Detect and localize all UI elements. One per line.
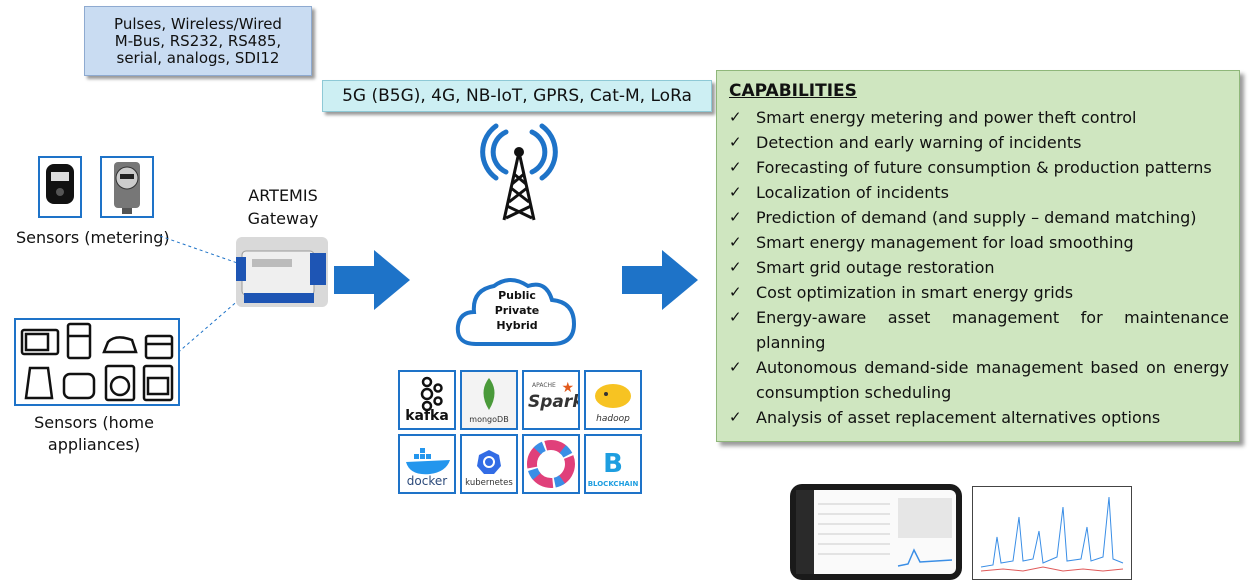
capability-text: Prediction of demand (and supply – deman… — [756, 208, 1197, 227]
protocols-line-1: Pulses, Wireless/Wired — [114, 14, 282, 33]
capability-text: Energy-aware asset management for mainte… — [756, 308, 1229, 352]
capability-item: ✓ Smart energy metering and power theft c… — [729, 105, 1229, 130]
capabilities-box: CAPABILITIES ✓ Smart energy metering and … — [716, 70, 1240, 442]
checkmark-icon: ✓ — [729, 358, 742, 376]
gateway-device-image — [236, 237, 328, 307]
spark-star-icon: ★ — [561, 380, 574, 396]
capability-text: Smart energy metering and power theft co… — [756, 108, 1137, 127]
protocols-line-3: serial, analogs, SDI12 — [116, 48, 280, 67]
cloud-hybrid: Hybrid — [496, 319, 538, 332]
sensors-metering-label: Sensors (metering) — [16, 228, 170, 247]
cloud-public: Public — [498, 289, 536, 302]
docker-label: docker — [406, 474, 448, 488]
capability-item: ✓ Detection and early warning of incident… — [729, 130, 1229, 155]
checkmark-icon: ✓ — [729, 208, 742, 226]
radio-tower-icon — [480, 123, 558, 221]
kafka-logo: kafka — [398, 370, 456, 430]
connectivity-box: 5G (B5G), 4G, NB-IoT, GPRS, Cat-M, LoRa — [322, 80, 712, 112]
capability-item: ✓ Smart energy management for load smooth… — [729, 230, 1229, 255]
capability-item: ✓ Localization of incidents — [729, 180, 1229, 205]
hadoop-logo: hadoop — [584, 370, 642, 430]
protocols-line-2: M-Bus, RS232, RS485, — [114, 31, 282, 50]
docker-logo: docker — [398, 434, 456, 494]
checkmark-icon: ✓ — [729, 183, 742, 201]
capabilities-title: CAPABILITIES — [729, 81, 857, 101]
kafka-label: kafka — [405, 408, 449, 424]
capability-text: Cost optimization in smart energy grids — [756, 283, 1074, 302]
mongodb-logo: mongoDB — [460, 370, 518, 430]
cloud-private: Private — [494, 304, 540, 317]
hadoop-label: hadoop — [596, 414, 630, 424]
cloud-labels: Public Private Hybrid — [474, 288, 560, 333]
spark-label: Spark — [528, 392, 580, 412]
capability-text: Autonomous demand-side management based … — [756, 358, 1229, 402]
checkmark-icon: ✓ — [729, 258, 742, 276]
sensors-home-line-2: appliances) — [47, 435, 141, 454]
capability-text: Analysis of asset replacement alternativ… — [756, 408, 1161, 427]
checkmark-icon: ✓ — [729, 283, 742, 301]
kubernetes-logo: kubernetes — [460, 434, 518, 494]
capability-item: ✓ Energy-aware asset management for maint… — [729, 305, 1229, 355]
blockchain-logo: B BLOCKCHAIN — [584, 434, 642, 494]
capability-text: Forecasting of future consumption & prod… — [756, 158, 1212, 177]
analog-meter-icon — [100, 156, 154, 218]
sensors-home-label: Sensors (home appliances) — [30, 412, 158, 456]
capability-item: ✓ Analysis of asset replacement alternati… — [729, 405, 1229, 430]
capability-text: Detection and early warning of incidents — [756, 133, 1082, 152]
capability-item: ✓ Prediction of demand (and supply – dema… — [729, 205, 1229, 230]
capability-text: Smart grid outage restoration — [756, 258, 995, 277]
checkmark-icon: ✓ — [729, 233, 742, 251]
blockchain-label: BLOCKCHAIN — [587, 480, 639, 488]
capability-item: ✓ Smart grid outage restoration — [729, 255, 1229, 280]
spark-logo: APACHE Spark ★ — [522, 370, 580, 430]
sensors-home-line-1: Sensors (home — [34, 413, 154, 432]
capability-item: ✓ Cost optimization in smart energy grids — [729, 280, 1229, 305]
checkmark-icon: ✓ — [729, 158, 742, 176]
capability-item: ✓ Autonomous demand-side management based… — [729, 355, 1229, 405]
kubernetes-label: kubernetes — [465, 478, 513, 488]
checkmark-icon: ✓ — [729, 133, 742, 151]
arrow-right-icon — [334, 250, 410, 310]
protocols-box: Pulses, Wireless/Wired M-Bus, RS232, RS4… — [84, 6, 312, 76]
electricity-meter-icon — [38, 156, 82, 218]
dashboard-screenshot — [790, 484, 962, 580]
svg-text:B: B — [603, 449, 623, 479]
technology-logos-grid: kafka mongoDB APACHE Spark ★ hadoop dock… — [398, 370, 642, 500]
checkmark-icon: ✓ — [729, 108, 742, 126]
arrow-right-icon-2 — [622, 250, 698, 310]
spark-top-label: APACHE — [532, 382, 556, 389]
timeseries-chart-screenshot — [972, 486, 1132, 580]
capability-item: ✓ Forecasting of future consumption & pro… — [729, 155, 1229, 180]
capability-text: Localization of incidents — [756, 183, 949, 202]
colorful-ring-logo — [522, 434, 580, 494]
capability-text: Smart energy management for load smoothi… — [756, 233, 1134, 252]
gateway-line-1: ARTEMIS — [248, 186, 318, 205]
cloud-icon — [455, 278, 577, 346]
checkmark-icon: ✓ — [729, 308, 742, 326]
capabilities-list: ✓ Smart energy metering and power theft c… — [729, 105, 1229, 430]
home-appliance-icons — [14, 318, 180, 406]
checkmark-icon: ✓ — [729, 408, 742, 426]
gateway-title: ARTEMIS Gateway — [238, 184, 328, 230]
mongodb-label: mongoDB — [469, 415, 509, 424]
gateway-line-2: Gateway — [247, 209, 319, 228]
